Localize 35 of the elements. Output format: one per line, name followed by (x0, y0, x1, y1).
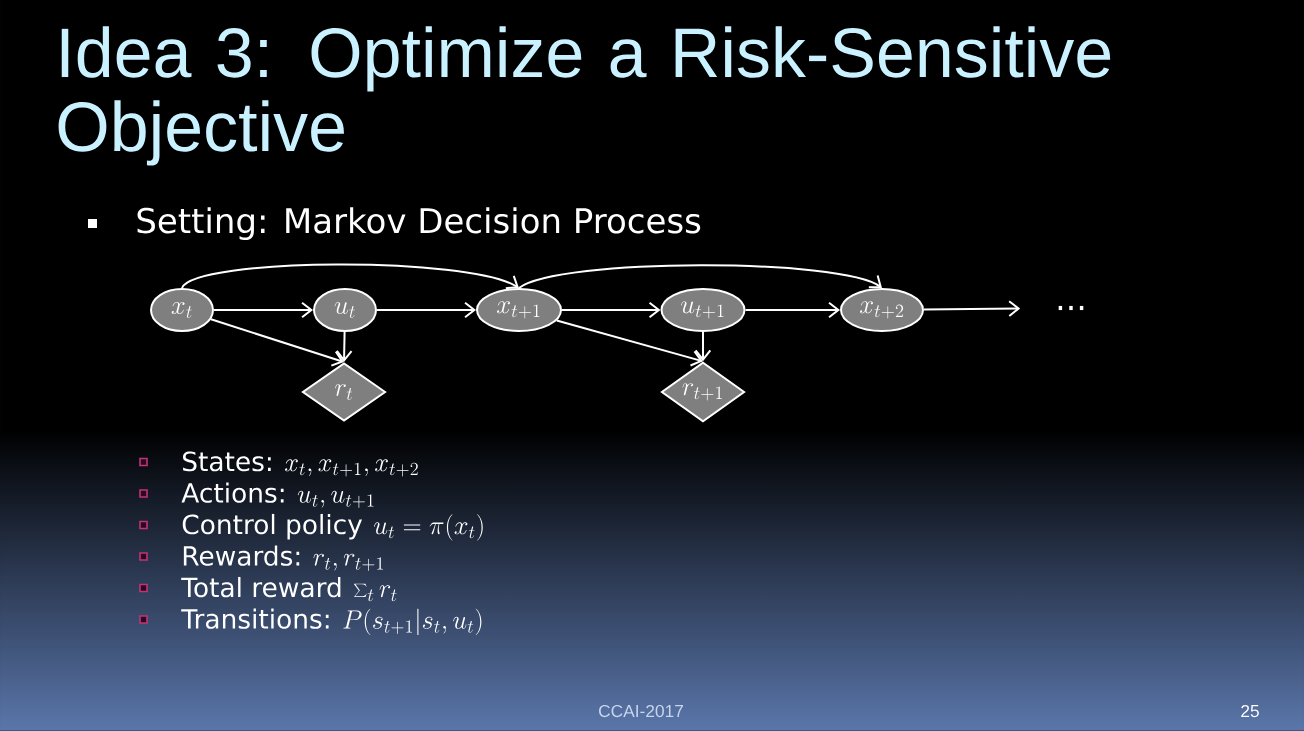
arrow (555, 319, 703, 367)
arrow (923, 300, 1021, 317)
diamond-node: $r_t$ (301, 362, 387, 422)
formula: $P(s_{t+1}|s_t, u_t)$ (343, 608, 482, 636)
bullet-text: Control policy (182, 513, 362, 540)
ellipse-node: $x_t$ (150, 288, 214, 332)
arrow (561, 301, 661, 319)
slide-title: Idea 3: Optimize a Risk-Sensitive Objective (58, 26, 1111, 166)
formula: $u_t = \pi(x_t)$ (374, 514, 483, 541)
ellipse-node: $u_t$ (313, 288, 377, 332)
bullet-text: Total reward (181, 576, 341, 598)
bullet-text: Rewards: (183, 545, 300, 566)
arrow (335, 331, 353, 362)
bullet-text: Setting: Markov Decision Process (137, 207, 701, 241)
ellipse-node: $x_{t+2}$ (840, 288, 924, 332)
ellipse-node: $x_{t+1}$ (476, 288, 562, 332)
formula: $x_t, x_{t+1}, x_{t+2}$ (285, 459, 418, 477)
curved-arrow (518, 264, 882, 289)
bullet-text: Transitions: (181, 608, 329, 629)
arrow (376, 301, 476, 319)
formula: $r_t, r_{t+1}$ (313, 553, 383, 571)
arrow (213, 301, 313, 319)
arrow (744, 301, 840, 319)
ellipsis: ... (1058, 305, 1084, 311)
curved-arrow (181, 263, 519, 290)
footer-text: CCAI-2017 (599, 704, 683, 718)
diamond-node: $r_{t+1}$ (660, 361, 746, 423)
ellipse-node: $u_{t+1}$ (660, 288, 746, 332)
formula: $u_t, u_{t+1}$ (297, 490, 374, 508)
arrow (210, 318, 344, 367)
arrow (694, 331, 712, 362)
page-number: 25 (1241, 704, 1259, 718)
formula: $\sum_t r_t$ (354, 583, 397, 602)
bullet-text: Actions: (181, 482, 284, 503)
bullet-text: States: (183, 451, 271, 472)
